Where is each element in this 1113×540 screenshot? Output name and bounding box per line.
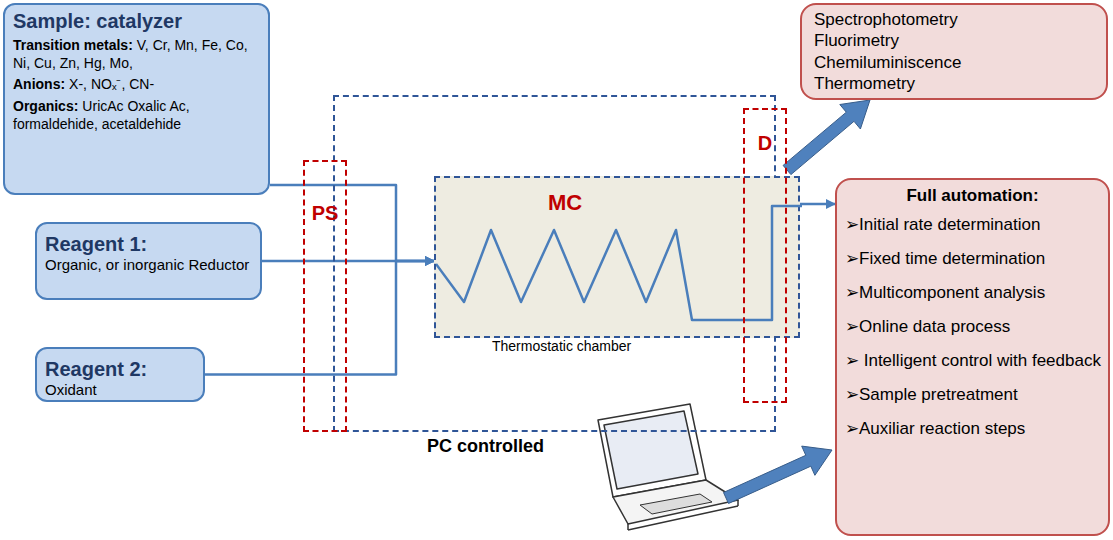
box-text: ➢Initial rate determination: [837, 214, 1108, 248]
box-title: Sample: catalyzer: [13, 9, 260, 33]
box-text: Thermostatic chamber: [492, 338, 854, 354]
block-arrow: [783, 100, 870, 175]
box-text: D: [745, 132, 785, 155]
box-text: PS: [305, 202, 345, 225]
box-text: Chemiluminiscence: [802, 52, 1106, 73]
laptop: [598, 404, 738, 530]
automation-box: Full automation:➢Initial rate determinat…: [835, 178, 1110, 536]
detection-box: SpectrophotometryFluorimetryChemiluminis…: [800, 3, 1108, 100]
box-text: Transition metals:: [13, 37, 133, 53]
box-title: Reagent 1:: [45, 228, 252, 256]
box-title: Full automation:: [837, 180, 1108, 214]
reagent-box: Reagent 1:Organic, or inorganic Reductor: [35, 222, 262, 300]
flow-line: [800, 203, 835, 206]
text-line: Anions:X-, NOₓ⁻, CN-: [13, 75, 260, 93]
reaction-coil: [436, 178, 802, 340]
box-text: Spectrophotometry: [802, 5, 1106, 30]
box-text: Fluorimetry: [802, 30, 1106, 51]
sample-box: Sample: catalyzerTransition metals:V, Cr…: [3, 3, 270, 195]
text-line: Organics:UricAc Oxalic Ac, formaldehide,…: [13, 97, 260, 133]
box-text: ➢Online data process: [837, 316, 1108, 350]
mixing-chamber: MCThermostatic chamber: [434, 176, 800, 338]
box-text: ➢ Intelligent control with feedback: [837, 350, 1108, 384]
pump-system-box: PS: [303, 160, 347, 432]
box-text: Organic, or inorganic Reductor: [45, 256, 252, 275]
box-text: ➢Fixed time determination: [837, 248, 1108, 282]
box-text: Oxidant: [45, 381, 195, 400]
flow-line: [270, 185, 434, 261]
box-title: Reagent 2:: [45, 353, 195, 381]
box-text: Anions:: [13, 76, 65, 92]
box-text: ➢Sample pretreatment: [837, 384, 1108, 418]
block-arrow: [724, 446, 833, 503]
reagent-box: Reagent 2:Oxidant: [35, 347, 205, 402]
box-text: Thermometry: [802, 73, 1106, 94]
text-line: Transition metals:V, Cr, Mn, Fe, Co, Ni,…: [13, 36, 260, 72]
box-text: X-, NOₓ⁻, CN-: [69, 76, 154, 92]
detector-box: D: [743, 108, 787, 403]
box-text: PC controlled: [427, 436, 866, 457]
box-text: Organics:: [13, 98, 78, 114]
box-text: ➢Multicomponent analysis: [837, 282, 1108, 316]
box-text: ➢Auxiliar reaction steps: [837, 418, 1108, 452]
